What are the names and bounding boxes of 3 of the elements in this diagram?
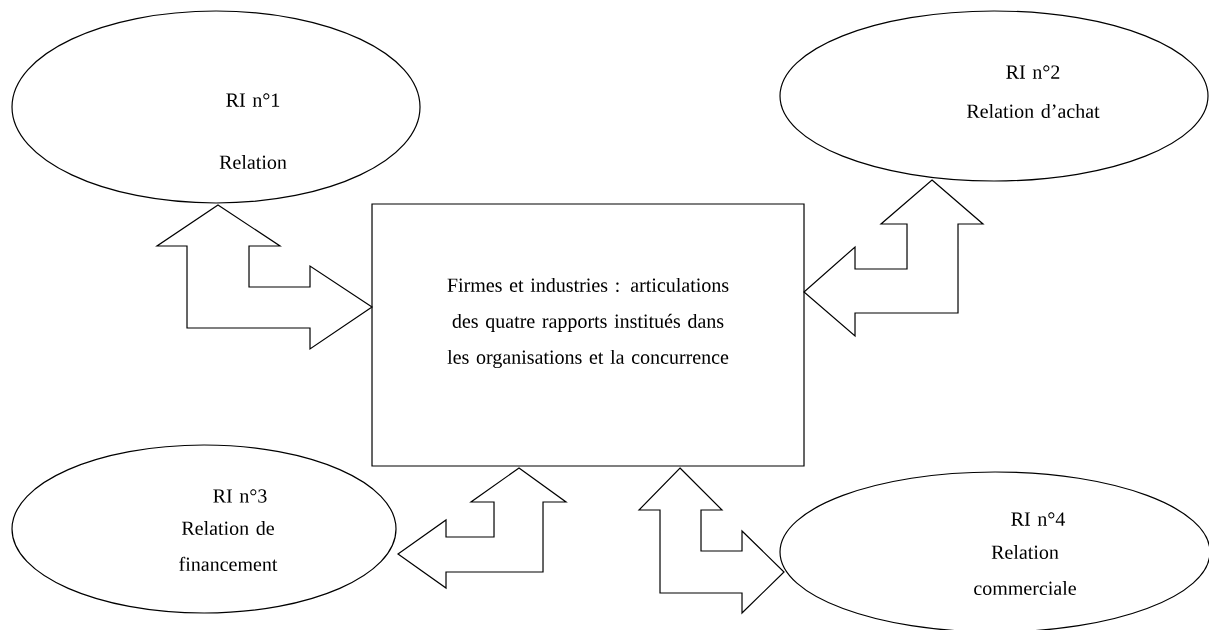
process-box: Firmes et industries : articulations des quatre rapports institués dans les organisations et la concurrence	[371, 203, 805, 467]
double-arrow	[396, 467, 568, 590]
double-arrow	[803, 179, 985, 338]
